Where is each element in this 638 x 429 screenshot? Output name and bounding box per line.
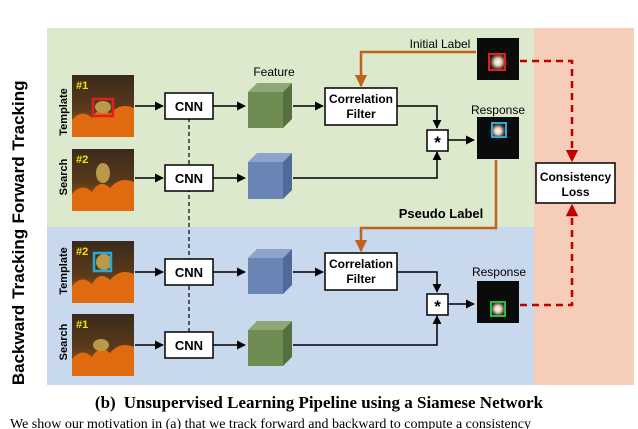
consistency-loss-line1: Consistency [540,170,612,184]
frame-image-forward-search: #2 [72,149,134,211]
feature-cube-backward-search [248,321,292,366]
frame-tag-backward-search: #1 [76,319,88,331]
feature-label: Feature [253,65,295,79]
frame-tag-forward-template: #1 [76,80,88,92]
pseudo-label-arrow [354,160,498,253]
response-map-backward [477,281,519,323]
response-label-forward: Response [471,103,525,117]
multiply-symbol: * [434,297,441,316]
correlation-filter-forward: Correlation Filter [324,87,398,126]
to-multiply-arrows [293,105,442,346]
response-map-forward [477,117,519,159]
cnn-label: CNN [175,171,203,186]
cnn-box-backward-template: CNN [164,258,214,286]
cnn-box-forward-search: CNN [164,164,214,192]
feature-cube-forward-template [248,83,292,128]
initial-label-arrow [354,50,476,88]
frame-tag-forward-search: #2 [76,154,88,166]
initial-label-map [477,38,519,80]
pseudo-label-text: Pseudo Label [399,206,484,221]
response-label-backward: Response [472,265,526,279]
figure-caption: (b) Unsupervised Learning Pipeline using … [0,393,638,413]
correlation-filter-line1: Correlation [329,92,393,106]
correlation-filter-line2: Filter [346,272,376,286]
initial-label-text: Initial Label [410,37,471,51]
cnn-box-forward-template: CNN [164,92,214,120]
consistency-loss-region [534,28,634,385]
frame-image-backward-search: #1 [72,314,134,376]
multiply-box-backward: * [426,293,449,316]
caption-text: Unsupervised Learning Pipeline using a S… [123,393,544,412]
forward-tracking-title: ForwardTracking [9,81,28,224]
feature-cube-forward-search [248,153,292,199]
multiply-to-response-arrows [448,135,475,309]
feature-cube-backward-template [248,249,292,294]
frame-tag-backward-template: #2 [76,246,88,258]
row-label-template-forward: Template [58,88,70,135]
feature-to-filter-arrows [293,101,324,277]
cnn-box-backward-search: CNN [164,331,214,359]
body-text-fragment: We show our motivation in (a) that we tr… [10,418,531,429]
caption-prefix: (b) [94,393,116,412]
correlation-filter-line1: Correlation [329,257,393,271]
correlation-filter-backward: Correlation Filter [324,252,398,291]
consistency-loss-box: Consistency Loss [535,162,616,204]
image-to-cnn-arrows [135,101,164,350]
cnn-label: CNN [175,99,203,114]
frame-image-forward-template: #1 [72,75,134,137]
correlation-filter-line2: Filter [346,107,376,121]
multiply-symbol: * [434,133,441,152]
row-label-search-forward: Search [58,158,70,195]
frame-image-backward-template: #2 [72,241,134,303]
multiply-box-forward: * [426,129,449,152]
pipeline-diagram: ForwardTracking BackwardTracking Templat… [9,28,634,385]
cnn-label: CNN [175,265,203,280]
row-label-search-backward: Search [58,323,70,360]
consistency-loss-line2: Loss [561,185,589,199]
backward-tracking-title: BackwardTracking [9,229,28,385]
row-label-template-backward: Template [58,247,70,294]
cnn-to-feature-arrows [213,101,246,350]
cnn-label: CNN [175,338,203,353]
loss-dashed-arrows [520,59,579,307]
